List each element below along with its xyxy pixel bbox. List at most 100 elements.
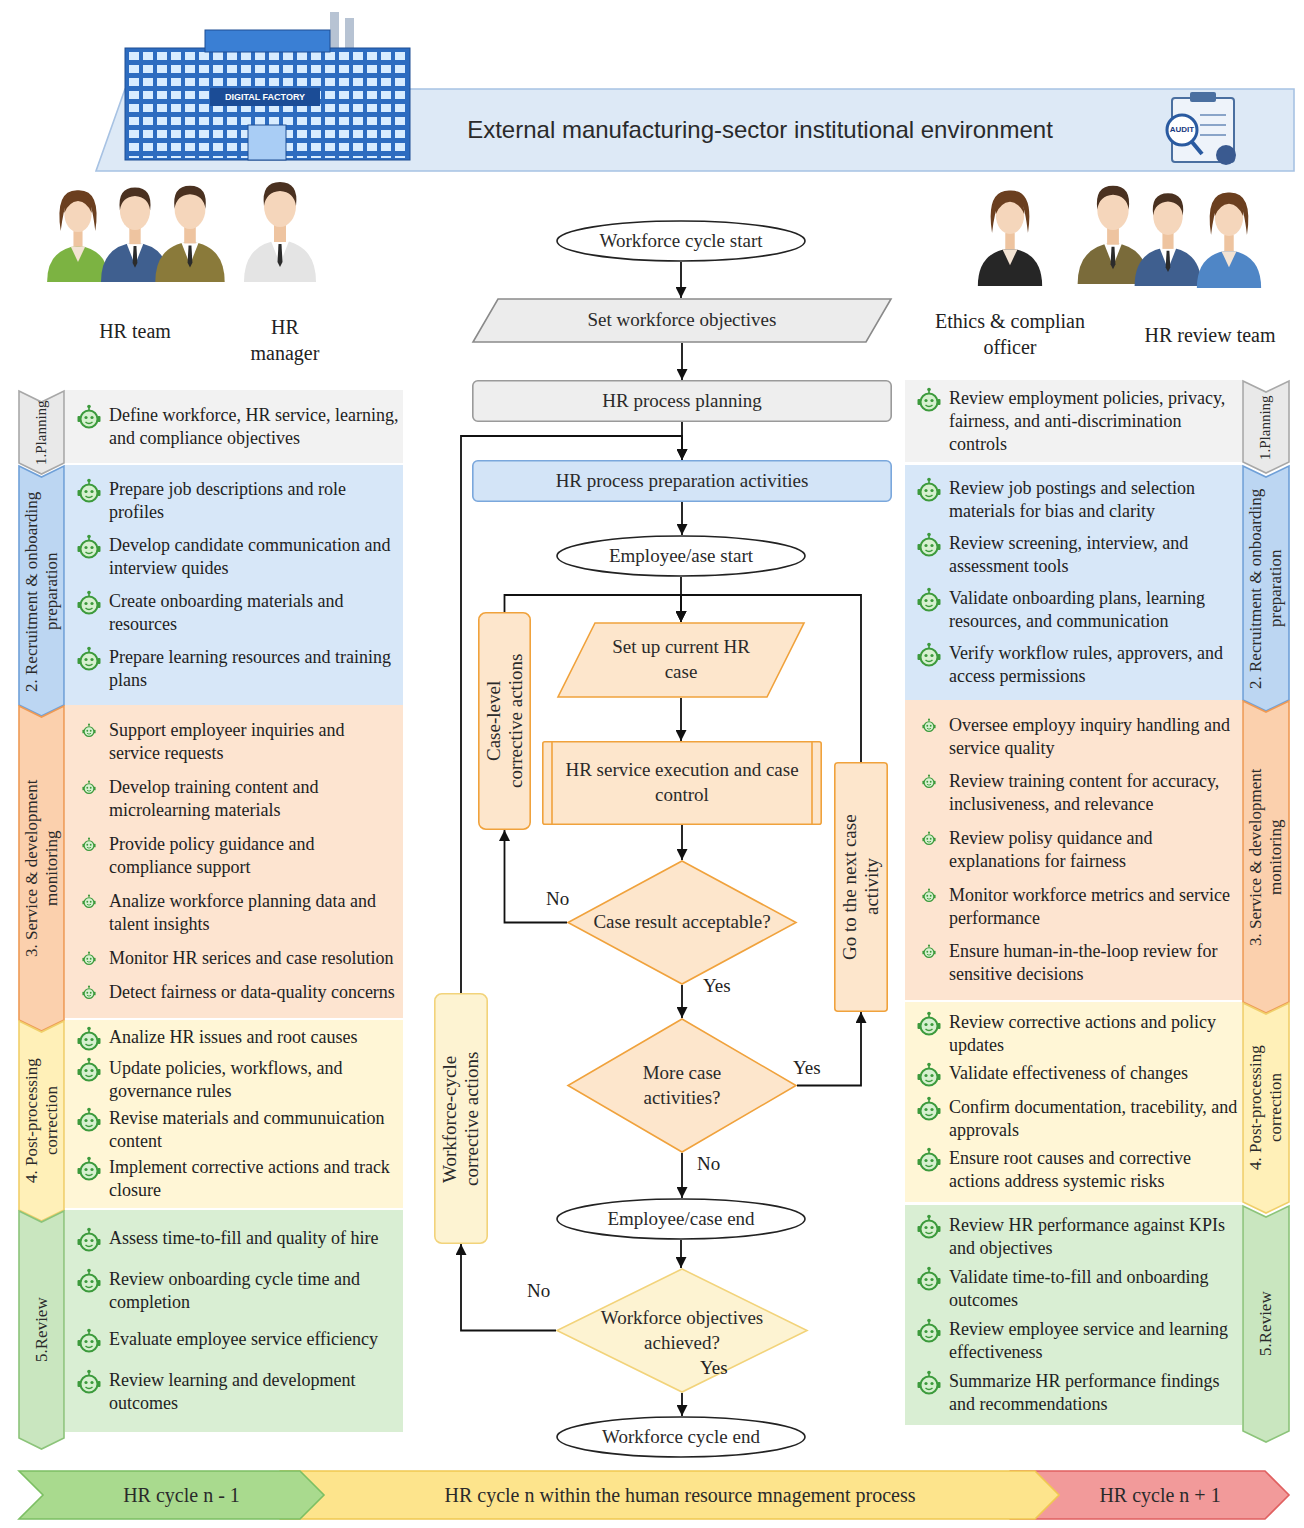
phase-label: 1.Planning xyxy=(33,398,50,468)
icon-eye xyxy=(926,894,928,896)
icon-mouth xyxy=(926,605,933,607)
panel-fill xyxy=(905,465,1242,700)
icon-face xyxy=(81,1064,98,1081)
icon-mouth xyxy=(926,1165,933,1167)
node-text: External manufacturing-sector institutio… xyxy=(467,114,1053,145)
icon-eye xyxy=(924,1278,927,1281)
phase-band: 4. Post-processing correction xyxy=(1242,1002,1290,1214)
node-content: 5.Review xyxy=(1242,1205,1290,1443)
task-row: Review training content for accuracy, in… xyxy=(909,770,1238,816)
icon-slot xyxy=(909,1147,949,1175)
icon-eye xyxy=(930,544,933,547)
task-row: Review employee service and learning eff… xyxy=(909,1318,1238,1364)
icon-antenna-tip xyxy=(87,1027,91,1031)
icon-slot xyxy=(909,1096,949,1124)
phase-band: 1.Planning xyxy=(18,390,65,475)
task-text: Review training content for accuracy, in… xyxy=(949,770,1238,816)
icon-face xyxy=(84,841,94,851)
task-row: Review job postings and selection materi… xyxy=(909,477,1238,523)
icon-face xyxy=(81,1033,98,1050)
shape-polygon xyxy=(19,1021,64,1221)
box-outline xyxy=(543,742,821,824)
task-text: Review polisy quidance and explanations … xyxy=(949,827,1238,873)
node-text: Set workforce objectives xyxy=(588,308,777,333)
task-panel: Review employment policies, privacy, fai… xyxy=(905,380,1242,462)
icon-eye xyxy=(84,1118,87,1121)
icon-mouth xyxy=(926,1114,933,1116)
icon-face xyxy=(81,653,98,670)
node-content: HR process planning xyxy=(472,380,892,422)
robot-icon xyxy=(921,774,937,790)
task-row: Review corrective actions and policy upd… xyxy=(909,1011,1238,1057)
icon-antenna-tip xyxy=(927,387,931,391)
task-row: Support employeer inquiries and service … xyxy=(69,719,399,765)
icon-antenna-tip xyxy=(88,837,90,839)
icon-mouth xyxy=(926,1080,933,1082)
task-text: Develop candidate communication and inte… xyxy=(109,534,399,580)
icon-slot xyxy=(69,981,109,1001)
robot-icon xyxy=(915,1147,943,1175)
icon-mouth xyxy=(87,733,91,735)
node-content: Workforce objectives achieved? xyxy=(556,1268,808,1393)
icon-slot xyxy=(909,1266,949,1294)
panel-fill xyxy=(65,390,403,463)
robot-icon xyxy=(81,894,97,910)
task-row: Confirm documentation, tracebility, and … xyxy=(909,1096,1238,1142)
icon-face xyxy=(81,1334,98,1351)
node-content: Review employment policies, privacy, fai… xyxy=(905,380,1242,462)
icon-face xyxy=(921,649,938,666)
task-text: Review learning and development outcomes xyxy=(109,1369,399,1415)
icon-eye xyxy=(924,1330,927,1333)
person xyxy=(1078,186,1149,284)
robot-icon xyxy=(81,837,97,853)
task-text: Evaluate employee service efficiency xyxy=(109,1328,399,1351)
icon-antenna-tip xyxy=(87,647,91,651)
icon-slot xyxy=(909,587,949,615)
predef-bar xyxy=(811,742,813,824)
panel-fill xyxy=(65,465,403,705)
terminal-outline xyxy=(557,1199,805,1239)
icon-eye xyxy=(86,844,88,846)
box-outline xyxy=(473,461,891,501)
robot-icon xyxy=(915,1214,943,1242)
phase-label: 2. Recruitment & onboarding preparation xyxy=(22,479,61,704)
robot-icon xyxy=(915,387,943,415)
icon-eye xyxy=(924,398,927,401)
icon-eye xyxy=(90,730,92,732)
task-text: Prepare job descriptions and role profil… xyxy=(109,478,399,524)
icon-eye xyxy=(84,1238,87,1241)
phase-label: 1.Planning xyxy=(1257,390,1274,465)
icon-eye xyxy=(930,654,933,657)
process-box: HR process preparation activities xyxy=(472,460,892,502)
phase-band: 2. Recruitment & onboarding preparation xyxy=(1242,465,1290,712)
icon-face xyxy=(84,784,94,794)
task-text: Ensure root causes and corrective action… xyxy=(949,1147,1238,1193)
icon-mouth xyxy=(86,422,93,424)
person xyxy=(47,190,109,282)
task-row: Monitor HR serices and case resolution xyxy=(69,947,399,970)
icon-mouth xyxy=(926,660,933,662)
icon-eye xyxy=(90,1118,93,1121)
icon-eye xyxy=(926,838,928,840)
robot-icon xyxy=(915,1266,943,1294)
icon-mouth xyxy=(926,1232,933,1234)
node-content: Review HR performance against KPIs and o… xyxy=(905,1205,1242,1425)
icon-face xyxy=(924,721,934,731)
process-box: HR process planning xyxy=(472,380,892,422)
box-outline xyxy=(835,763,887,1011)
task-row: Develop candidate communication and inte… xyxy=(69,534,399,580)
icon-antenna-tip xyxy=(928,775,930,777)
task-text: Prepare learning resources and training … xyxy=(109,646,399,692)
person xyxy=(155,186,224,282)
node-content: HR cycle n within the human resource mna… xyxy=(280,1470,1060,1520)
icon-slot xyxy=(69,646,109,674)
node-text: Employee/ase start xyxy=(609,544,753,569)
icon-mouth xyxy=(86,552,93,554)
icon-slot xyxy=(69,890,109,910)
shape-polygon xyxy=(19,466,64,716)
icon-slot xyxy=(909,387,949,415)
node-content: Set workforce objectives xyxy=(472,298,892,343)
icon-face xyxy=(921,1325,938,1342)
connector xyxy=(681,502,683,535)
connector xyxy=(681,985,683,1018)
